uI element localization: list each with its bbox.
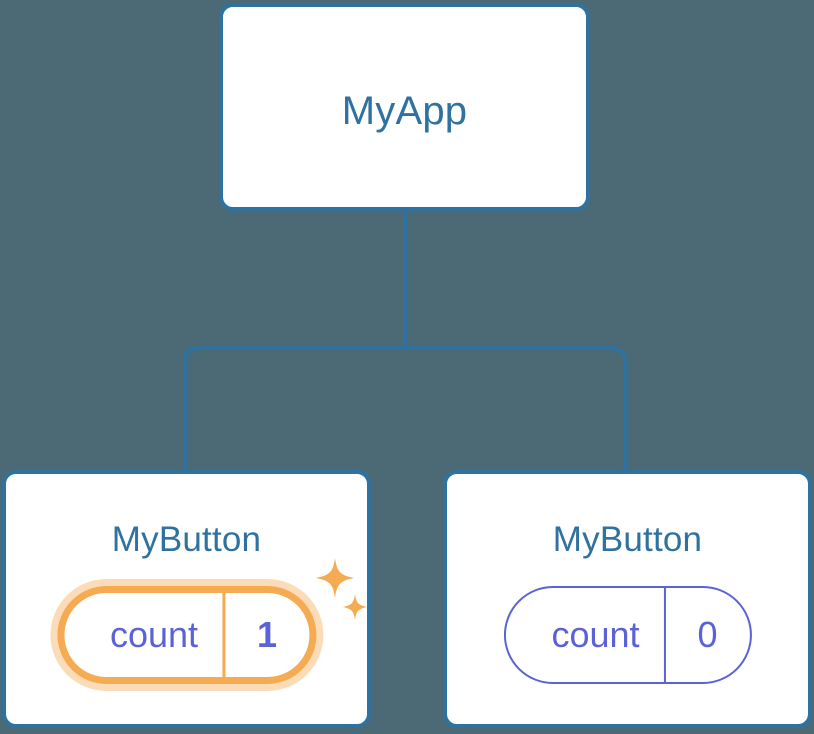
edge-branch-to-child-a	[183, 346, 405, 472]
node-myapp[interactable]: MyApp	[219, 3, 590, 211]
prop-pill-wrapper: count 1	[56, 586, 317, 684]
prop-key: count	[551, 614, 640, 655]
prop-value: 0	[663, 588, 750, 682]
node-title: MyButton	[111, 520, 262, 559]
prop-pill-wrapper: count 0	[503, 586, 752, 684]
node-mybutton-b[interactable]: MyButton count 0	[443, 470, 812, 728]
prop-value: 1	[222, 593, 309, 677]
node-title: MyApp	[341, 89, 468, 133]
node-title: MyButton	[552, 520, 703, 559]
prop-pill[interactable]: count 0	[503, 586, 752, 684]
node-mybutton-a[interactable]: MyButton count 1	[2, 470, 371, 728]
prop-pill-highlighted[interactable]: count 1	[56, 586, 317, 684]
edge-branch-to-child-b	[405, 346, 627, 472]
prop-key: count	[109, 614, 199, 655]
